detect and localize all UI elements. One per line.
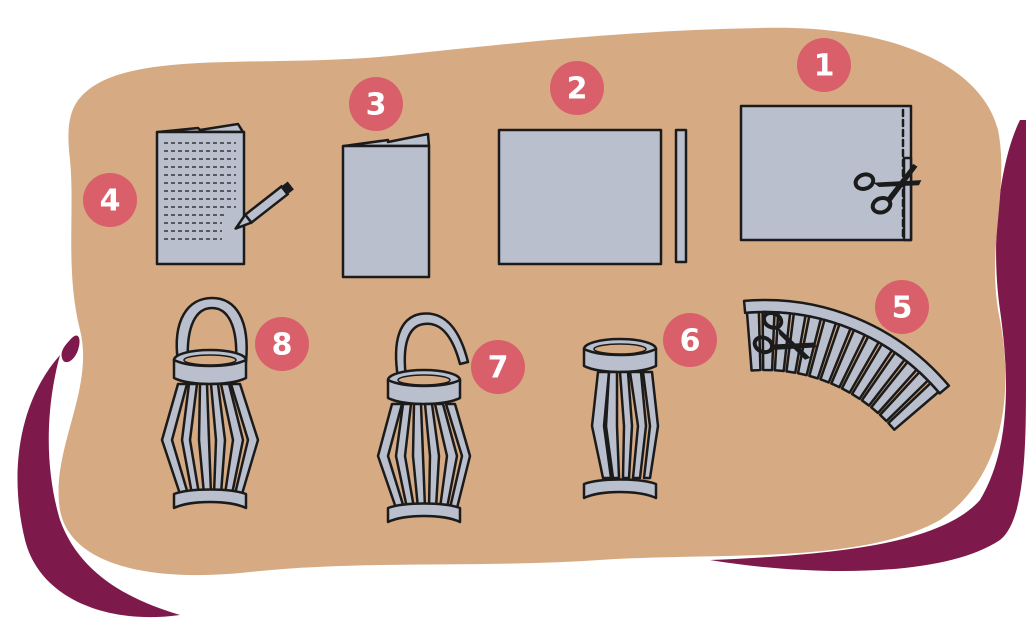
step-number-5: 5: [892, 291, 913, 326]
step-badge-1: 1: [797, 38, 851, 92]
step-badge-8: 8: [255, 317, 309, 371]
step-3-illustration: [343, 134, 429, 277]
step-badge-3: 3: [349, 77, 403, 131]
step-number-3: 3: [366, 88, 387, 123]
step-number-4: 4: [100, 184, 121, 219]
step-number-2: 2: [567, 72, 588, 107]
step-number-6: 6: [680, 324, 701, 359]
step-number-1: 1: [814, 49, 835, 84]
step-number-7: 7: [488, 351, 509, 386]
step-badge-5: 5: [875, 280, 929, 334]
step-badge-6: 6: [663, 313, 717, 367]
step-badge-4: 4: [83, 173, 137, 227]
swash-left-dot-decoration: [61, 335, 79, 362]
step-1-illustration: [741, 106, 928, 240]
step-2-illustration: [499, 130, 686, 264]
step-badge-2: 2: [550, 61, 604, 115]
step-badge-7: 7: [471, 340, 525, 394]
step-number-8: 8: [272, 328, 293, 363]
